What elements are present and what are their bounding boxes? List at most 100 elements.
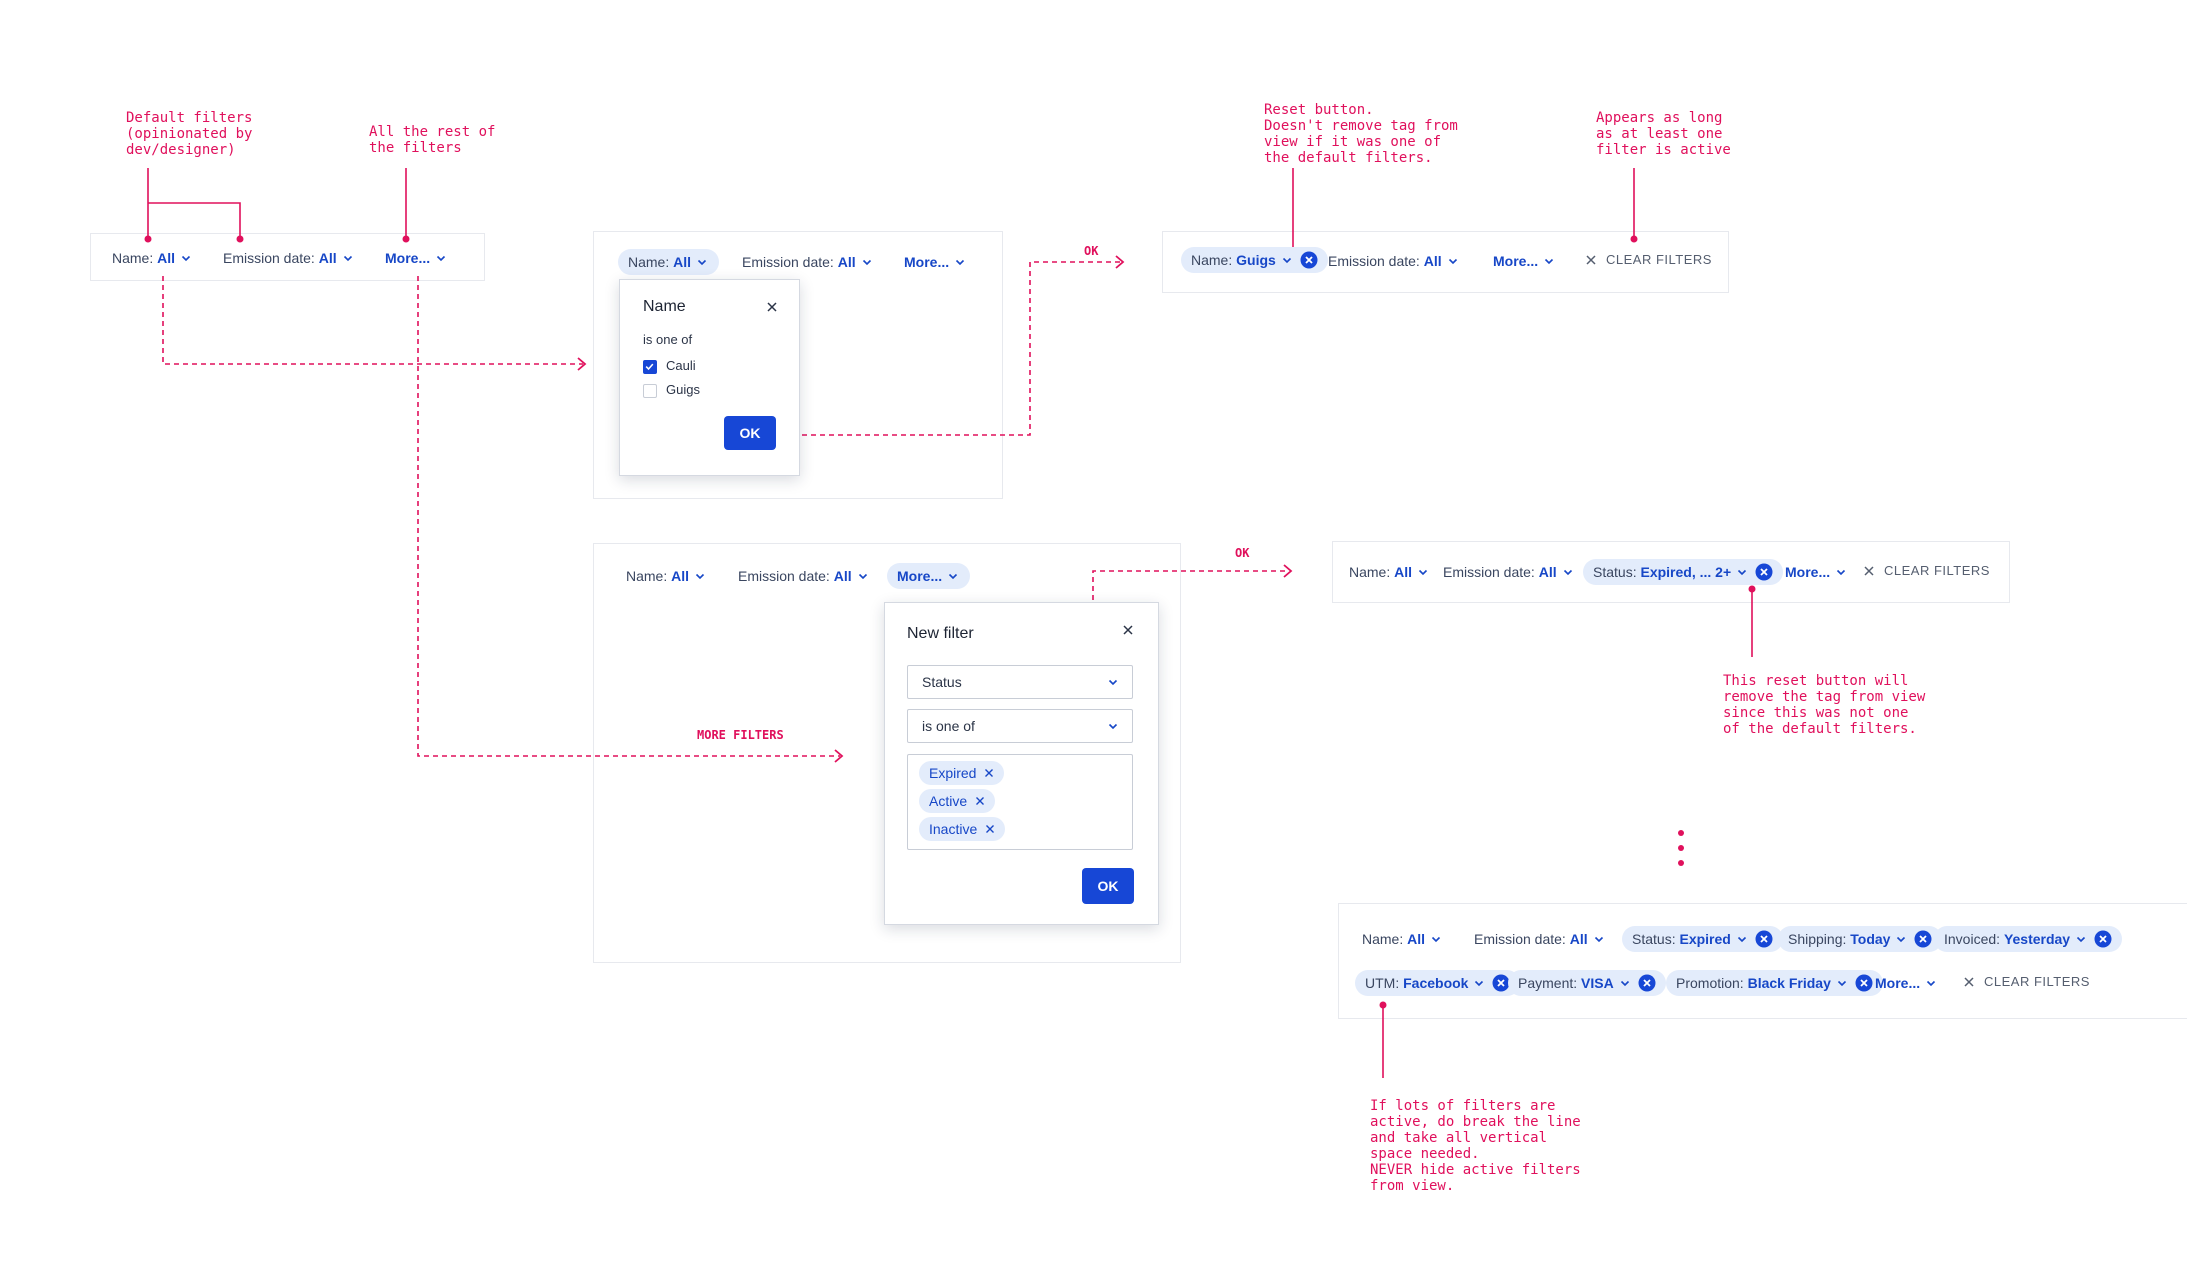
- filter-utm[interactable]: UTM: Facebook: [1355, 970, 1521, 996]
- filter-value: All: [837, 254, 856, 270]
- close-icon: [1586, 254, 1596, 265]
- filter-label: Status:: [1593, 564, 1637, 580]
- filter-value: VISA: [1581, 975, 1614, 991]
- checkbox-guigs[interactable]: [643, 384, 657, 398]
- reset-filter-icon[interactable]: [1914, 930, 1932, 948]
- chip-label: Expired: [929, 765, 977, 781]
- chevron-down-icon: [1927, 980, 1936, 987]
- chevron-down-icon: [858, 573, 867, 580]
- chevron-down-icon: [1418, 569, 1428, 576]
- filter-more[interactable]: More...: [904, 252, 967, 272]
- filter-bar-default: [90, 233, 485, 281]
- option-label: Guigs: [666, 382, 700, 397]
- dialog-title: New filter: [907, 625, 974, 642]
- filter-name[interactable]: Name: All: [626, 566, 707, 586]
- ok-button[interactable]: OK: [724, 416, 776, 450]
- chip-active[interactable]: Active: [919, 789, 996, 813]
- filter-more-label: More...: [385, 250, 431, 266]
- reset-filter-icon[interactable]: [2094, 930, 2112, 948]
- filter-label: Emission date:: [1328, 253, 1420, 269]
- filter-shipping[interactable]: Shipping: Today: [1778, 926, 1943, 952]
- filter-more[interactable]: More...: [887, 563, 971, 589]
- filter-emission-date[interactable]: Emission date: All: [738, 566, 870, 586]
- filter-emission-date[interactable]: Emission date: All: [1328, 251, 1460, 271]
- filter-value: All: [1407, 931, 1426, 947]
- filter-value: All: [671, 568, 690, 584]
- filter-label: Name:: [628, 254, 670, 270]
- filter-value: Facebook: [1403, 975, 1469, 991]
- ok-button[interactable]: OK: [1082, 868, 1134, 904]
- filter-value: Expired: [1679, 931, 1731, 947]
- check-icon: [645, 363, 654, 371]
- chevron-down-icon: [2077, 936, 2086, 943]
- filter-value: Black Friday: [1747, 975, 1831, 991]
- filter-name[interactable]: Name: All: [1349, 562, 1430, 582]
- filter-label: Promotion:: [1676, 975, 1744, 991]
- chevron-down-icon: [1897, 936, 1906, 943]
- filter-value: All: [673, 254, 692, 270]
- reset-filter-icon[interactable]: [1755, 563, 1773, 581]
- filter-more[interactable]: More...: [1785, 562, 1848, 582]
- filter-more[interactable]: More...: [1493, 251, 1556, 271]
- filter-emission-date[interactable]: Emission date: All: [223, 248, 355, 268]
- chevron-down-icon: [1594, 936, 1603, 943]
- close-icon[interactable]: [1121, 623, 1135, 637]
- filter-payment[interactable]: Payment: VISA: [1508, 970, 1666, 996]
- chevron-down-icon: [1737, 936, 1746, 943]
- filter-more[interactable]: More...: [385, 248, 448, 268]
- remove-chip-icon[interactable]: [985, 824, 995, 834]
- annotation-reset-button: Reset button. Doesn't remove tag from vi…: [1264, 102, 1458, 166]
- name-filter-popover: Name is one of Cauli Guigs OK: [619, 279, 800, 476]
- filter-name[interactable]: Name: All: [1362, 929, 1443, 949]
- filter-invoiced[interactable]: Invoiced: Yesterday: [1934, 926, 2123, 952]
- filter-name[interactable]: Name: All: [112, 248, 193, 268]
- chevron-down-icon: [862, 259, 871, 266]
- filter-label: Emission date:: [1443, 564, 1535, 580]
- filter-value: All: [318, 250, 337, 266]
- checkbox-cauli[interactable]: [643, 360, 657, 374]
- clear-filters-button[interactable]: CLEAR FILTERS: [1962, 974, 2090, 989]
- chip-expired[interactable]: Expired: [919, 761, 1005, 785]
- operator-select-value: is one of: [922, 718, 975, 734]
- reset-filter-icon[interactable]: [1638, 974, 1656, 992]
- operator-select[interactable]: is one of: [907, 709, 1133, 743]
- filter-more-label: More...: [897, 568, 943, 584]
- filter-promotion[interactable]: Promotion: Black Friday: [1666, 970, 1883, 996]
- remove-chip-icon[interactable]: [975, 796, 985, 806]
- filter-name[interactable]: Name: All: [618, 249, 720, 275]
- reset-filter-icon[interactable]: [1300, 251, 1318, 269]
- new-filter-dialog: New filter Status is one of Expired Acti…: [884, 602, 1159, 925]
- filter-more-label: More...: [904, 254, 950, 270]
- close-icon[interactable]: [765, 300, 779, 314]
- filter-value: Expired, ... 2+: [1640, 564, 1732, 580]
- filter-value: Guigs: [1236, 252, 1276, 268]
- clear-filters-button[interactable]: CLEAR FILTERS: [1862, 563, 1990, 578]
- reset-filter-icon[interactable]: [1492, 974, 1510, 992]
- filter-value: All: [157, 250, 176, 266]
- filter-emission-date[interactable]: Emission date: All: [742, 252, 874, 272]
- filter-more[interactable]: More...: [1875, 973, 1938, 993]
- reset-filter-icon[interactable]: [1855, 974, 1873, 992]
- filter-value: Today: [1850, 931, 1891, 947]
- chip-inactive[interactable]: Inactive: [919, 817, 1006, 841]
- chevron-down-icon: [1837, 980, 1846, 987]
- reset-filter-icon[interactable]: [1755, 930, 1773, 948]
- filter-emission-date[interactable]: Emission date: All: [1474, 929, 1606, 949]
- close-icon: [1964, 976, 1974, 987]
- filter-status[interactable]: Status: Expired: [1622, 926, 1783, 952]
- remove-chip-icon[interactable]: [984, 768, 994, 778]
- chevron-down-icon: [1431, 936, 1441, 943]
- clear-filters-button[interactable]: CLEAR FILTERS: [1584, 252, 1712, 267]
- field-select[interactable]: Status: [907, 665, 1133, 699]
- chevron-down-icon: [437, 255, 446, 262]
- filter-label: Name:: [1349, 564, 1391, 580]
- chevron-down-icon: [1545, 258, 1554, 265]
- clear-filters-label: CLEAR FILTERS: [1984, 974, 2090, 989]
- clear-filters-label: CLEAR FILTERS: [1884, 563, 1990, 578]
- filter-name[interactable]: Name: Guigs: [1181, 247, 1328, 273]
- flow-label-more-filters: MORE FILTERS: [697, 728, 784, 742]
- flow-label-ok-mid: OK: [1235, 546, 1250, 560]
- filter-emission-date[interactable]: Emission date: All: [1443, 562, 1575, 582]
- filter-status[interactable]: Status: Expired, ... 2+: [1583, 559, 1784, 585]
- chevron-down-icon: [1108, 723, 1118, 730]
